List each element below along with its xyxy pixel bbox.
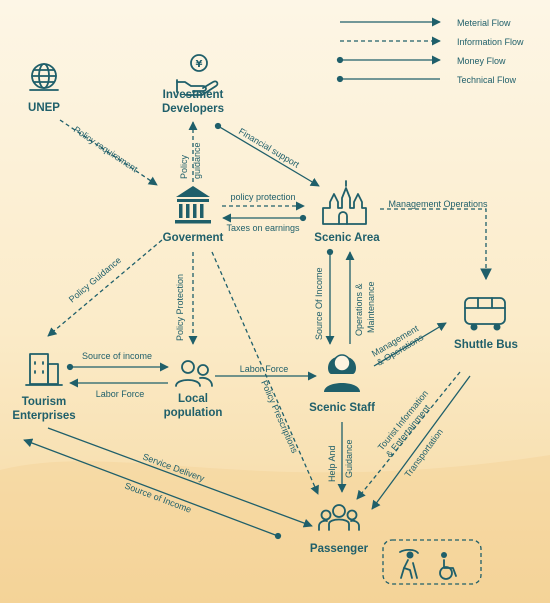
group-people-icon (318, 504, 360, 531)
edge-label-source-of-income-staff: Source Of Income (314, 267, 324, 340)
node-tourism-enterprises: Tourism Enterprises (12, 353, 76, 422)
bank-building-icon (175, 186, 211, 224)
edge-scenic-area-shuttle-bus (380, 208, 492, 281)
svg-text:¥: ¥ (196, 59, 203, 70)
edge-passenger-tourism (23, 438, 282, 540)
office-building-icon (25, 353, 63, 386)
castle-icon (322, 180, 367, 225)
edge-label-source-of-income-local: Source of income (82, 351, 152, 361)
node-label-scenic-staff: Scenic Staff (309, 402, 375, 414)
edge-label-labor-force-right: Labor Force (240, 364, 289, 374)
wheelchair-icon (439, 552, 457, 580)
accessibility-box (382, 539, 482, 585)
node-label-passenger: Passenger (310, 543, 369, 555)
legend-information-label: Information Flow (457, 37, 524, 47)
node-label-scenic-area: Scenic Area (314, 232, 380, 244)
node-scenic-area: Scenic Area (314, 180, 380, 244)
people-icon (175, 360, 213, 387)
edge-bus-passenger-transport (371, 375, 471, 510)
edge-label-policy-protection-right: policy protection (230, 192, 295, 202)
node-scenic-staff: Scenic Staff (309, 354, 375, 414)
staff-person-icon (324, 354, 360, 392)
elderly-person-icon (399, 548, 419, 579)
node-label-local-line1: Local (178, 393, 208, 405)
node-passenger: Passenger (310, 504, 369, 555)
node-label-government: Goverment (163, 232, 224, 244)
node-label-local-line2: population (164, 407, 223, 419)
bus-icon (464, 297, 506, 331)
node-unep: UNEP (28, 63, 60, 114)
node-local-population: Local population (164, 360, 223, 419)
node-government: Goverment (163, 186, 224, 244)
edge-label-policy-guidance-top-1: Policy (179, 154, 189, 179)
edge-label-labor-force-left: Labor Force (96, 389, 145, 399)
globe-icon (29, 63, 59, 91)
edge-label-policy-protection-down: Policy Protection (175, 274, 185, 341)
legend-material-label: Meterial Flow (457, 18, 511, 28)
node-label-tourism-line2: Enterprises (12, 410, 75, 422)
node-label-investment-line2: Developers (162, 103, 224, 115)
edge-bus-passenger-info (356, 371, 461, 500)
edge-staff-shuttle-bus (373, 322, 447, 367)
legend: Meterial Flow Information Flow Money Flo… (336, 17, 524, 85)
edge-label-operations-maintenance-2: Maintenance (366, 281, 376, 333)
node-label-shuttle-bus: Shuttle Bus (454, 339, 518, 351)
edge-label-operations-maintenance-1: Operations & (354, 283, 364, 336)
edge-label-taxes-on-earnings: Taxes on earnings (226, 223, 300, 233)
edge-government-passenger (211, 251, 319, 495)
node-shuttle-bus: Shuttle Bus (454, 297, 518, 351)
edge-label-management-operations: Management Operations (388, 199, 488, 209)
edge-investment-scenic-area (214, 122, 320, 187)
legend-technical-label: Technical Flow (457, 75, 517, 85)
node-investment-developers: ¥ Investment Developers (162, 54, 224, 115)
background-dune (0, 455, 550, 603)
edge-unep-government (59, 119, 158, 186)
edge-label-policy-guidance-top-2: guidance (192, 142, 202, 179)
node-label-unep: UNEP (28, 102, 60, 114)
money-hand-icon: ¥ (176, 54, 219, 96)
edge-label-help-guidance-1: Help And (327, 445, 337, 482)
edge-government-tourism (47, 239, 163, 337)
node-label-tourism-line1: Tourism (22, 396, 67, 408)
edge-label-help-guidance-2: Guidance (344, 439, 354, 478)
legend-money-label: Money Flow (457, 56, 506, 66)
node-label-investment-line1: Investment (163, 89, 224, 101)
